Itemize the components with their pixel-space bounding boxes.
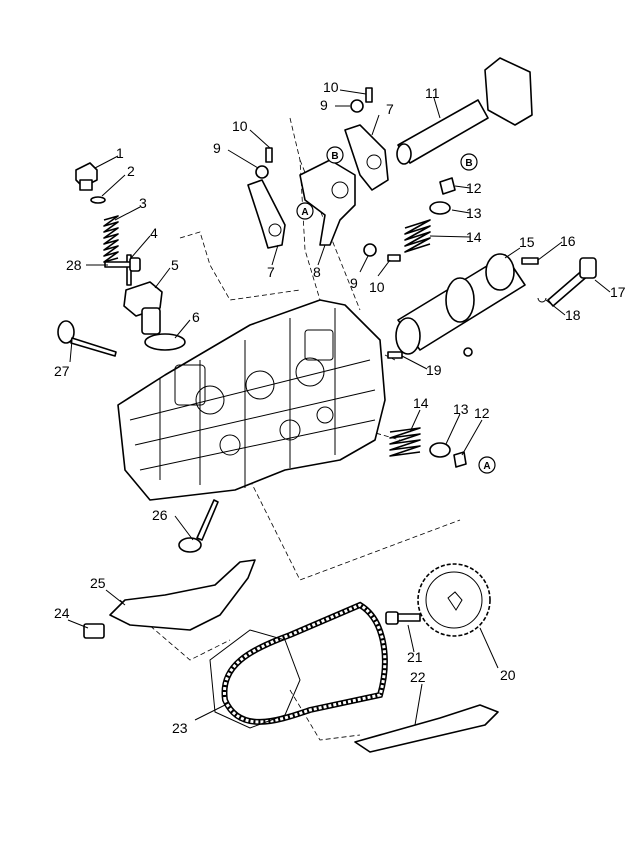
part-23-cam-chain — [221, 601, 388, 725]
label-13b: 13 — [453, 401, 469, 417]
label-3: 3 — [139, 195, 147, 211]
part-15-camshaft — [395, 253, 526, 355]
part-6-gasket — [144, 333, 186, 351]
part-26-valve — [178, 499, 219, 553]
svg-text:A: A — [301, 207, 308, 218]
callout-a-1: A — [296, 202, 314, 220]
label-6: 6 — [192, 309, 200, 325]
label-23: 23 — [172, 720, 188, 736]
part-9-nut-b — [350, 99, 364, 113]
label-1: 1 — [116, 145, 124, 161]
part-21-bolt — [385, 611, 421, 625]
part-27-valve — [57, 320, 117, 357]
label-10a: 10 — [232, 118, 248, 134]
label-20: 20 — [500, 667, 516, 683]
part-14-valve-spring-b — [389, 427, 421, 457]
label-14b: 14 — [413, 395, 429, 411]
part-17-decompressor-shaft — [547, 257, 597, 307]
label-13a: 13 — [466, 205, 482, 221]
label-22: 22 — [410, 669, 426, 685]
leader-lines — [67, 89, 611, 726]
label-4: 4 — [150, 225, 158, 241]
part-7-rocker-arm-right — [344, 124, 389, 191]
label-12b: 12 — [474, 405, 490, 421]
label-21: 21 — [407, 649, 423, 665]
svg-text:B: B — [331, 151, 338, 162]
part-number-labels: 1 2 3 4 5 6 7 7 8 9 9 9 10 10 10 11 12 1… — [54, 79, 626, 736]
part-11-rocker-shaft — [396, 99, 489, 165]
part-12-keeper-a — [439, 177, 456, 195]
part-22-chain-guide — [354, 704, 499, 753]
svg-text:B: B — [465, 158, 472, 169]
label-17: 17 — [610, 284, 626, 300]
cam-ball — [463, 347, 473, 357]
part-12-keeper-b — [453, 451, 467, 468]
callout-a-2: A — [478, 456, 496, 474]
part-13-retainer-b — [429, 442, 451, 458]
part-2-washer — [90, 196, 106, 204]
label-7b: 7 — [386, 101, 394, 117]
label-19: 19 — [426, 362, 442, 378]
part-5-cam-chain-tensioner — [123, 281, 163, 335]
crank-case-outline — [209, 629, 301, 729]
label-15: 15 — [519, 234, 535, 250]
part-1-plug-bolt — [75, 162, 98, 191]
part-28-bolt — [104, 257, 141, 272]
cylinder-head — [117, 299, 386, 501]
label-12a: 12 — [466, 180, 482, 196]
label-8: 8 — [313, 264, 321, 280]
label-18: 18 — [565, 307, 581, 323]
label-5: 5 — [171, 257, 179, 273]
part-3-spring — [103, 215, 119, 263]
part-24-bolt — [83, 623, 105, 639]
part-9-nut-a — [255, 165, 269, 179]
svg-text:A: A — [483, 461, 490, 472]
part-10-adjust-screw-c — [387, 254, 401, 262]
label-9c: 9 — [350, 275, 358, 291]
label-28: 28 — [66, 257, 82, 273]
label-2: 2 — [127, 163, 135, 179]
part-25-tensioner-guide — [109, 559, 256, 631]
callout-b-2: B — [460, 153, 478, 171]
label-11: 11 — [425, 85, 440, 101]
rocker-bracket — [484, 57, 533, 126]
part-18-clip — [537, 297, 547, 303]
part-13-retainer-a — [429, 201, 451, 215]
label-25: 25 — [90, 575, 106, 591]
part-7-rocker-arm-left — [247, 179, 286, 249]
part-14-valve-spring-a — [404, 219, 431, 253]
label-9b: 9 — [320, 97, 328, 113]
part-19-pin — [387, 351, 403, 359]
label-9a: 9 — [213, 140, 221, 156]
label-14a: 14 — [466, 229, 482, 245]
label-10b: 10 — [323, 79, 339, 95]
label-16: 16 — [560, 233, 576, 249]
callout-b-1: B — [326, 146, 344, 164]
part-10-adjust-screw-b — [365, 87, 373, 103]
label-27: 27 — [54, 363, 70, 379]
part-9-nut-c — [363, 243, 377, 257]
label-26: 26 — [152, 507, 168, 523]
part-10-adjust-screw-a — [265, 147, 273, 163]
label-7a: 7 — [267, 264, 275, 280]
part-8-rocker-arm-center — [299, 159, 356, 246]
label-10c: 10 — [369, 279, 385, 295]
part-20-cam-sprocket — [417, 563, 491, 637]
part-16-plug — [521, 257, 539, 265]
label-24: 24 — [54, 605, 70, 621]
